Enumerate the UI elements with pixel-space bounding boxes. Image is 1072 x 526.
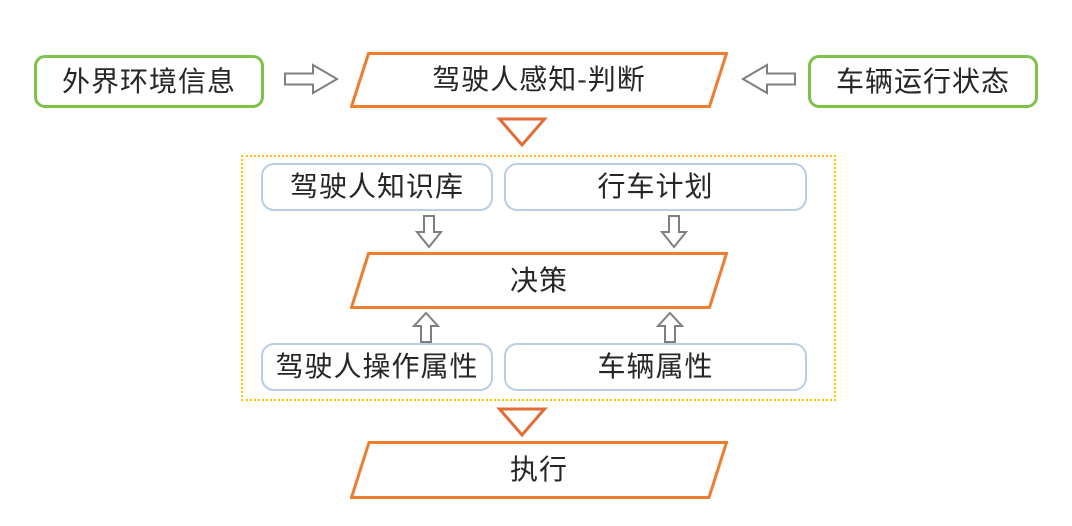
node-decision: 决策 <box>350 252 728 309</box>
node-driving-plan: 行车计划 <box>504 163 807 211</box>
node-label: 执行 <box>509 453 568 486</box>
node-execution: 执行 <box>350 441 728 499</box>
block-arrow-down-icon <box>659 215 689 249</box>
node-label: 驾驶人知识库 <box>289 170 464 203</box>
parallelogram-shape <box>350 52 728 108</box>
triangle-down-icon <box>496 117 548 148</box>
node-driver-knowledge-base: 驾驶人知识库 <box>261 163 493 211</box>
node-label: 驾驶人感知-判断 <box>432 63 646 96</box>
node-vehicle-attributes: 车辆属性 <box>504 343 807 391</box>
node-label: 行车计划 <box>597 170 714 203</box>
node-driver-perception-judgment: 驾驶人感知-判断 <box>350 52 728 108</box>
node-label: 车辆属性 <box>597 350 714 383</box>
block-arrow-up-icon <box>411 311 441 343</box>
block-arrow-left-icon <box>741 63 796 95</box>
node-external-environment-info: 外界环境信息 <box>34 55 264 108</box>
decision-group-border <box>241 155 836 401</box>
block-arrow-up-icon <box>655 311 685 343</box>
block-arrow-down-icon <box>414 215 444 249</box>
node-vehicle-running-state: 车辆运行状态 <box>808 55 1038 108</box>
node-label: 外界环境信息 <box>61 64 236 98</box>
block-arrow-right-icon <box>284 63 339 95</box>
parallelogram-shape <box>350 252 728 309</box>
node-driver-operation-attributes: 驾驶人操作属性 <box>261 343 493 391</box>
node-label: 决策 <box>509 263 568 297</box>
triangle-down-icon <box>496 407 548 438</box>
node-label: 驾驶人操作属性 <box>275 350 479 383</box>
node-label: 车辆运行状态 <box>835 64 1010 98</box>
parallelogram-shape <box>350 441 728 499</box>
